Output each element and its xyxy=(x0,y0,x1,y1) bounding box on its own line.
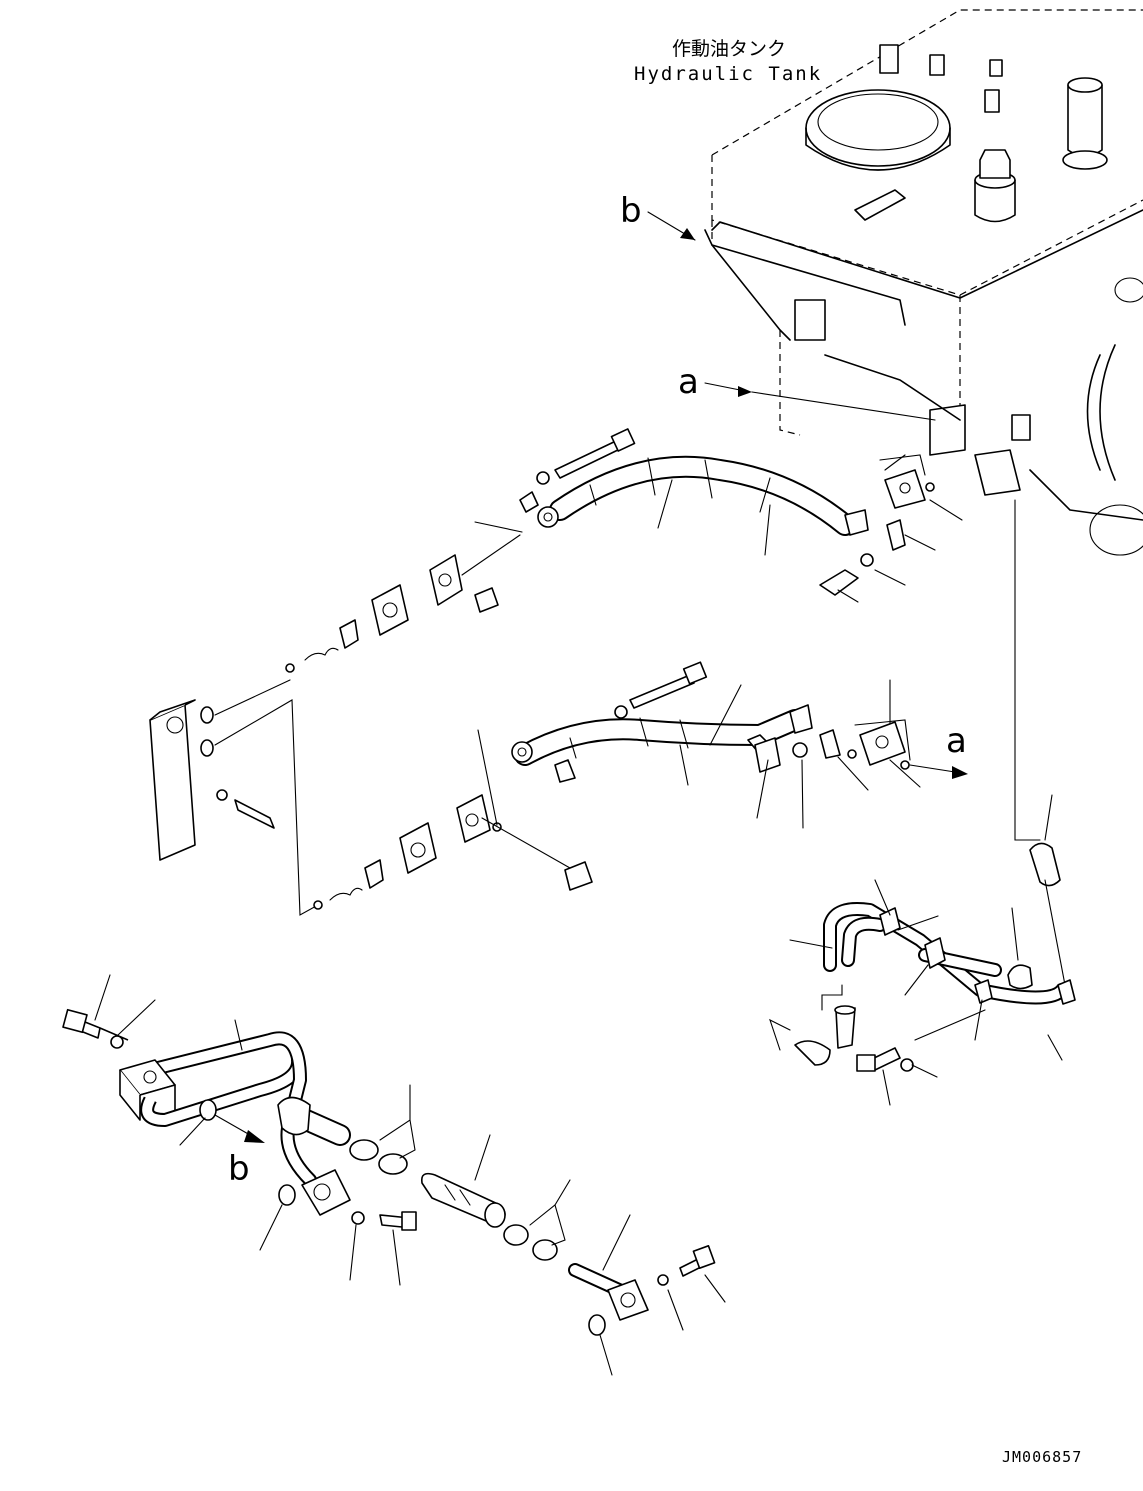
drawing-id: JM006857 xyxy=(1002,1448,1082,1466)
lower-hose-assembly xyxy=(477,661,921,832)
return-tube-assembly xyxy=(769,794,1076,1106)
hydraulic-tank xyxy=(704,9,1143,556)
callout-a-top: a xyxy=(678,362,699,402)
tank-title-english: Hydraulic Tank xyxy=(634,63,822,85)
manifold-block xyxy=(149,679,319,916)
valve-stack-upper xyxy=(285,534,521,673)
tank-title-japanese: 作動油タンク xyxy=(672,38,786,60)
callout-b-bottom: b xyxy=(228,1149,250,1189)
suction-piping xyxy=(62,974,726,1376)
upper-hose-assembly xyxy=(474,428,963,603)
callout-b-top: b xyxy=(620,191,642,231)
callout-a-right: a xyxy=(946,721,967,761)
valve-stack-lower xyxy=(313,794,593,910)
